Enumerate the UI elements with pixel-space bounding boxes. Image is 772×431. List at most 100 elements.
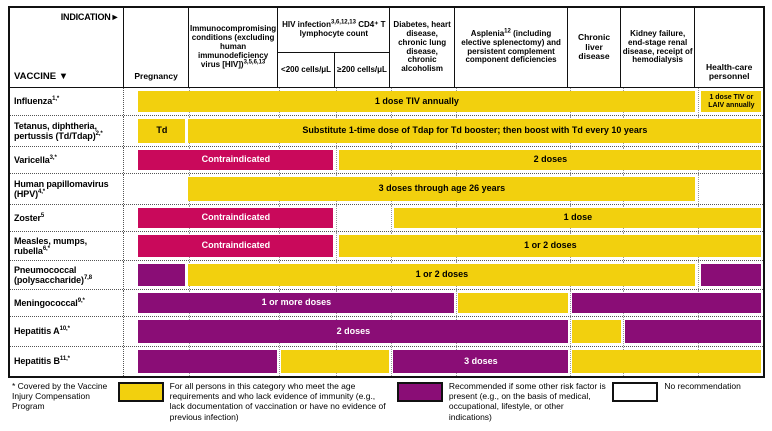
column-gridline [570,290,572,316]
schedule-bar [625,320,762,343]
footnote-ref: 2,* [95,131,103,137]
vaccine-arrow-label: VACCINE ▼ [14,71,69,83]
column-gridline [391,347,393,376]
column-gridline [623,317,625,346]
footnote-ref: 5 [40,212,45,219]
footnote-ref: 9,* [77,297,85,304]
vaccine-row-label: Measles, mumps, rubella6,* [10,232,125,260]
legend-swatch-risk-factor [396,382,443,402]
vaccine-row-label: Human papillomavirus (HPV)4,* [10,174,125,204]
schedule-bar [572,350,762,373]
legend-text-risk-factor: Recommended if some other risk factor is… [448,381,606,422]
row-bars: 1 or 2 doses [124,261,763,289]
col-header-pregnancy: Pregnancy [124,8,189,87]
column-gridline [391,205,393,231]
row-bars: 3 doses through age 26 years [124,174,763,204]
col-header-kidney-failure: Kidney failure, end-stage renal disease,… [621,8,696,87]
schedule-bar: Contraindicated [138,235,334,257]
schedule-bar: 3 doses [393,350,569,373]
footnote-ref: 7,8 [83,275,92,281]
footnote-ref: 3,* [49,154,57,161]
schedule-bar [701,264,762,286]
table-row: Measles, mumps, rubella6,*Contraindicate… [10,231,763,260]
schedule-bar: Substitute 1-time dose of Tdap for Td bo… [188,119,762,143]
hiv-header-title: HIV infection3,6,12,13 CD4⁺ T lymphocyte… [278,8,390,53]
schedule-bar: Td [138,119,186,143]
vaccine-row-label: Meningococcal9,* [10,290,125,316]
footnote-ref: 6,* [42,246,50,252]
column-gridline [698,88,700,115]
table-row: Hepatitis B11,* 3 doses [10,346,763,376]
footnote-ref: 12 [504,27,511,34]
schedule-bar: 3 doses through age 26 years [188,177,696,201]
column-gridline [336,232,338,260]
table-row: Meningococcal9,* 1 or more doses [10,289,763,316]
schedule-bar: 1 dose TIV or LAIV annually [701,91,762,112]
vaccine-row-label: Varicella3,* [10,147,125,173]
table-row: Tetanus, diphtheria, pertussis (Td/Tdap)… [10,115,763,146]
vaccine-row-label: Pneumococcal (polysaccharide)7,8 [10,261,125,289]
column-gridline [279,347,281,376]
schedule-bar: 1 or 2 doses [339,235,762,257]
col-header-chronic-liver: Chronic liver disease [568,8,621,87]
table-row: Zoster5 Contraindicated 1 dose [10,204,763,231]
table-row: Human papillomavirus (HPV)4,* 3 doses thr… [10,173,763,204]
schedule-bar [572,320,622,343]
footnote-ref: 4,* [38,189,46,195]
col-header-asplenia: Asplenia12 (including elective splenecto… [455,8,569,87]
col-header-immunocompromised: Immunocompromising conditions (excluding… [189,8,279,87]
column-gridline [456,290,458,316]
vaccine-row-label: Zoster5 [10,205,125,231]
schedule-bar: 1 or 2 doses [188,264,696,286]
table-row: Pneumococcal (polysaccharide)7,8 1 or 2 d… [10,260,763,289]
footnote-ref: 1,* [52,96,60,103]
column-gridline [698,174,700,204]
row-bars: 1 or more doses [124,290,763,316]
schedule-bar: Contraindicated [138,150,334,170]
col-header-healthcare-personnel: Health-care personnel [706,61,753,82]
legend-swatch-no-recommendation [612,382,659,402]
vaccine-row-label: Hepatitis B11,* [10,347,125,376]
table-header: INDICATION► VACCINE ▼ Pregnancy Immunoco… [10,8,763,88]
schedule-bar [572,293,762,313]
column-gridline [698,261,700,289]
indication-arrow-label: INDICATION► [60,12,120,22]
hiv-subcolumns: <200 cells/μL ≥200 cells/μL [278,53,389,87]
footnote-ref: 10,* [59,326,70,333]
col-header-diabetes: Diabetes, heart disease, chronic lung di… [390,8,455,87]
legend-text-recommended: For all persons in this category who mee… [169,381,386,422]
schedule-bar [281,350,390,373]
vicp-footnote: * Covered by the Vaccine Injury Compensa… [12,381,108,412]
schedule-bar: Contraindicated [138,208,334,228]
schedule-bar [138,350,278,373]
schedule-bar: 1 dose [394,208,762,228]
footnote-ref: 11,* [59,356,70,363]
schedule-bar: 2 doses [138,320,569,343]
legend: * Covered by the Vaccine Injury Compensa… [12,381,764,422]
row-bars: Contraindicated 1 dose [124,205,763,231]
table-row: Hepatitis A10,* 2 doses [10,316,763,346]
legend-text-no-recommendation: No recommendation [664,381,741,391]
column-gridline [336,147,338,173]
row-bars: 2 doses [124,317,763,346]
col-header-hiv: HIV infection3,6,12,13 CD4⁺ T lymphocyte… [278,8,391,87]
vaccine-row-label: Hepatitis A10,* [10,317,125,346]
column-gridline [336,205,338,231]
column-gridline [570,317,572,346]
footnote-ref: 3,6,12,13 [330,19,356,26]
legend-swatch-recommended [117,382,164,402]
column-gridline [570,347,572,376]
schedule-table: INDICATION► VACCINE ▼ Pregnancy Immunoco… [8,6,765,378]
col-header-cd4-low: <200 cells/μL [278,53,335,87]
schedule-bar: 1 or more doses [138,293,455,313]
schedule-bar [458,293,569,313]
vaccine-row-label: Tetanus, diphtheria, pertussis (Td/Tdap)… [10,116,125,146]
